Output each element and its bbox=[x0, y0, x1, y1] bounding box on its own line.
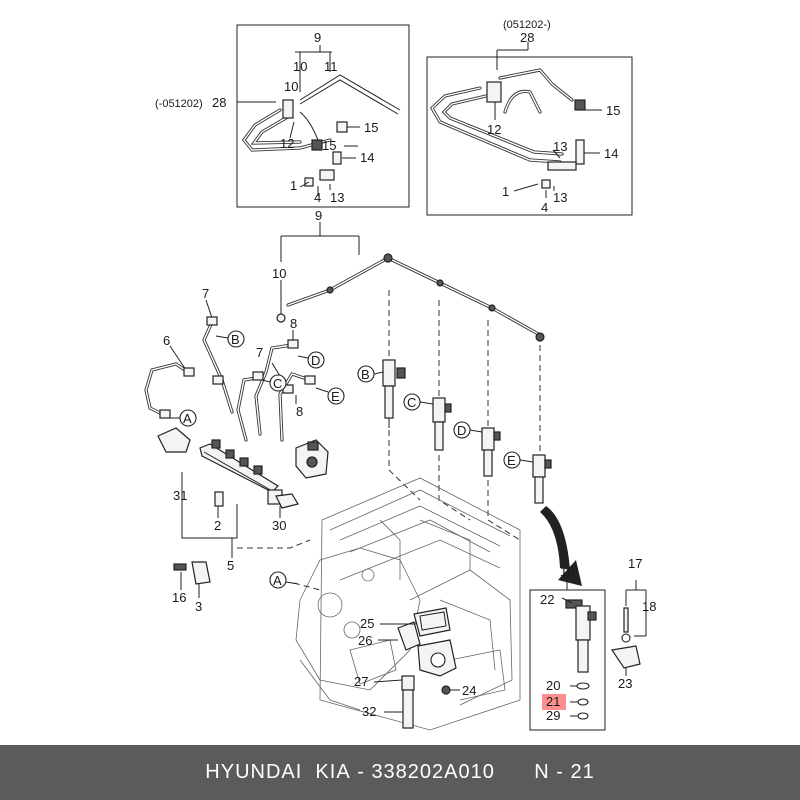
footer-part-number: 338202A010 bbox=[371, 761, 495, 783]
callout-23: 23 bbox=[618, 676, 632, 691]
callout-1-left: 1 bbox=[290, 178, 297, 193]
callout-3: 3 bbox=[195, 599, 202, 614]
footer-bar: HYUNDAI KIA - 338202A010 N - 21 bbox=[0, 745, 800, 800]
callout-21: 21 bbox=[546, 694, 560, 709]
date-label-right: (051202-) bbox=[503, 19, 551, 31]
callout-25: 25 bbox=[360, 616, 374, 631]
callout-7-mid: 7 bbox=[256, 345, 263, 360]
callout-8-top: 8 bbox=[290, 316, 297, 331]
inset-box-right: (051202-) 28 15 12 13 14 1 4 13 bbox=[426, 19, 633, 216]
callout-11: 11 bbox=[324, 59, 338, 74]
callout-13-right-a: 13 bbox=[553, 139, 567, 154]
callout-29: 29 bbox=[546, 708, 560, 723]
footer-separator: - bbox=[350, 761, 372, 783]
callout-27: 27 bbox=[354, 674, 368, 689]
callout-30: 30 bbox=[272, 518, 286, 533]
parts-diagram: 9 10 11 10 28 12 15 15 14 1 4 13 (-05120… bbox=[144, 19, 656, 731]
callout-9-mid: 9 bbox=[315, 208, 322, 223]
marker-A-engine: A bbox=[273, 573, 282, 588]
callout-1-right: 1 bbox=[502, 184, 509, 199]
callout-19: 19 bbox=[560, 564, 574, 579]
callout-16: 16 bbox=[172, 590, 186, 605]
callout-10-mid-line: 10 bbox=[272, 266, 286, 281]
callout-13-left: 13 bbox=[330, 190, 344, 205]
callout-2: 2 bbox=[214, 518, 221, 533]
injector-2 bbox=[432, 397, 452, 451]
letter-markers: A B C D E B C D E A bbox=[170, 330, 534, 589]
callout-28-right: 28 bbox=[520, 30, 534, 45]
injector-4 bbox=[532, 454, 552, 504]
marker-E-left: E bbox=[331, 389, 340, 404]
callout-14-left: 14 bbox=[360, 150, 374, 165]
callout-8-mid: 8 bbox=[296, 404, 303, 419]
intake-parts: 25 26 27 24 32 bbox=[354, 607, 476, 729]
callout-15-right: 15 bbox=[606, 103, 620, 118]
callout-10-top: 10 bbox=[293, 59, 307, 74]
common-rail: 31 2 30 5 16 3 bbox=[157, 427, 311, 614]
callout-24: 24 bbox=[462, 683, 476, 698]
callout-4-left: 4 bbox=[314, 190, 321, 205]
callout-10-mid: 10 bbox=[284, 79, 298, 94]
callout-26: 26 bbox=[358, 633, 372, 648]
marker-A-left: A bbox=[183, 411, 192, 426]
callout-15-left-a: 15 bbox=[364, 120, 378, 135]
highlight-part-21 bbox=[542, 694, 566, 710]
injector-1 bbox=[382, 359, 406, 428]
callout-4-right: 4 bbox=[541, 200, 548, 215]
callout-14-right: 14 bbox=[604, 146, 618, 161]
callout-31: 31 bbox=[173, 488, 187, 503]
return-line-assembly: 9 10 bbox=[272, 208, 545, 342]
marker-D-left: D bbox=[311, 353, 320, 368]
engine-block bbox=[293, 477, 521, 731]
callout-28-left: 28 bbox=[212, 95, 226, 110]
footer-brand: HYUNDAI KIA bbox=[205, 761, 351, 783]
footer-gap bbox=[495, 761, 534, 784]
marker-C-right: C bbox=[407, 395, 416, 410]
callout-20: 20 bbox=[546, 678, 560, 693]
injector-3 bbox=[481, 427, 501, 477]
marker-D-right: D bbox=[457, 423, 466, 438]
marker-E-right: E bbox=[507, 453, 516, 468]
footer-page: N - 21 bbox=[534, 761, 595, 783]
marker-B-left: B bbox=[231, 332, 240, 347]
callout-7-top: 7 bbox=[202, 286, 209, 301]
injectors bbox=[382, 290, 582, 586]
callout-5: 5 bbox=[227, 558, 234, 573]
marker-B-right: B bbox=[361, 367, 370, 382]
injector-detail-box: 19 22 17 18 20 21 29 23 bbox=[529, 556, 656, 731]
callout-9-top: 9 bbox=[314, 30, 321, 45]
callout-15-left-b: 15 bbox=[322, 138, 336, 153]
date-label-left: (-051202) bbox=[155, 98, 203, 110]
callout-17: 17 bbox=[628, 556, 642, 571]
callout-12-left: 12 bbox=[280, 136, 294, 151]
callout-32: 32 bbox=[362, 704, 376, 719]
callout-6: 6 bbox=[163, 333, 170, 348]
inset-box-left: 9 10 11 10 28 12 15 15 14 1 4 13 (-05120… bbox=[155, 24, 410, 208]
marker-C-left: C bbox=[273, 376, 282, 391]
callout-12-right: 12 bbox=[487, 122, 501, 137]
callout-22: 22 bbox=[540, 592, 554, 607]
callout-18: 18 bbox=[642, 599, 656, 614]
pump-valve bbox=[295, 439, 329, 479]
callout-13-right-b: 13 bbox=[553, 190, 567, 205]
high-pressure-pipes: 7 8 6 7 8 bbox=[144, 286, 316, 442]
